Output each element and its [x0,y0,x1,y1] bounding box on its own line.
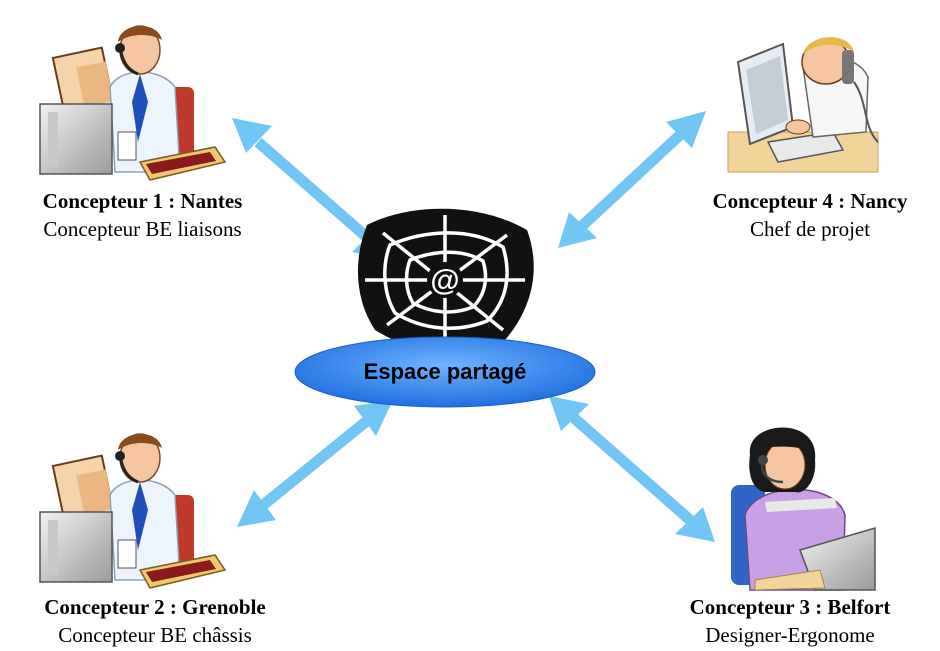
node-caption-grenoble: Concepteur 2 : Grenoble Concepteur BE ch… [0,593,310,649]
node-title: Concepteur 4 : Nancy [712,189,908,213]
arrow-nancy [558,111,706,248]
node-title: Concepteur 2 : Grenoble [44,595,266,619]
man-headset-at-desk-icon [39,433,227,589]
node-title: Concepteur 1 : Nantes [42,189,243,213]
node-caption-nancy: Concepteur 4 : Nancy Chef de projet [680,187,940,243]
arrow-belfort [549,396,715,542]
hub-label: Espace partagé [363,359,527,384]
node-role: Concepteur BE liaisons [43,217,242,241]
web-at-icon: @ [357,208,534,353]
man-headset-at-desk-icon [39,25,227,181]
node-role: Concepteur BE châssis [58,623,252,647]
node-role: Chef de projet [749,217,871,241]
arrow-grenoble [237,400,393,527]
svg-text:@: @ [430,264,459,297]
man-on-phone-at-computer-icon [727,32,879,173]
hub-ellipse [294,336,596,408]
node-caption-nantes: Concepteur 1 : Nantes Concepteur BE liai… [0,187,285,243]
node-caption-belfort: Concepteur 3 : Belfort Designer-Ergonome [640,593,940,649]
node-title: Concepteur 3 : Belfort [689,595,891,619]
node-role: Designer-Ergonome [705,623,875,647]
woman-headset-at-computer-icon [731,427,876,591]
